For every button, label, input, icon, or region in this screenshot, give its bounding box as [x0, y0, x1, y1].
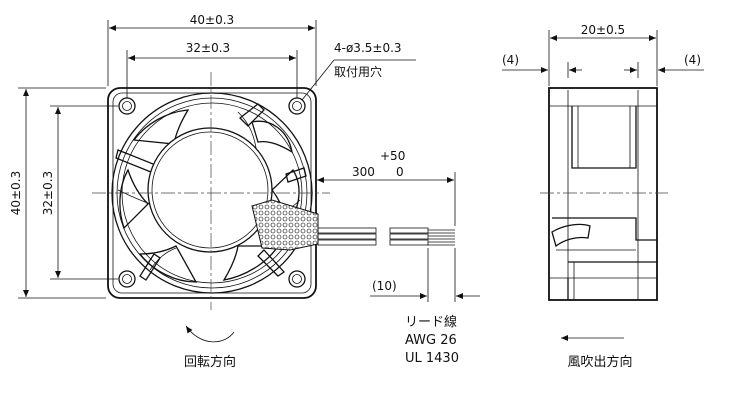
dim-overall-height: 40±0.3 [9, 171, 23, 215]
mounting-hole-top-right [288, 97, 306, 115]
fan-blades [117, 109, 301, 283]
dim-hole-pitch-horizontal: 32±0.3 [186, 41, 230, 55]
dim-depth: 20±0.5 [581, 23, 625, 37]
dim-lead-length-tolerance-lower: 0 [396, 165, 404, 179]
dim-strip-length: (10) [372, 279, 397, 293]
mount-hole-label: 取付用穴 [334, 64, 382, 79]
dim-left-offset: (4) [502, 53, 519, 67]
rotation-arrow-icon [185, 325, 235, 343]
lead-wires [317, 227, 455, 246]
lead-wire-gauge: AWG 26 [405, 333, 457, 348]
lead-wire-title: リード線 [405, 314, 457, 330]
wire-guide-mesh [251, 199, 319, 251]
mount-hole-leader-line [301, 59, 335, 101]
side-view: 20±0.5 (4) (4) 風吹出方向 [502, 23, 704, 370]
fan-spokes [115, 103, 307, 281]
dim-hole-pitch-vertical: 32±0.3 [41, 171, 55, 215]
airflow-label: 風吹出方向 [567, 354, 632, 370]
fan-hub-inner [151, 131, 269, 249]
dim-lead-length: 300 [352, 165, 375, 179]
front-view: 40±0.3 32±0.3 4-ø3.5±0.3 取付用穴 40±0.3 32±… [9, 13, 480, 370]
fan-hub [147, 127, 273, 253]
side-view-outline [548, 87, 658, 301]
mounting-hole-bottom-right [288, 270, 306, 288]
mounting-hole-top-left [118, 97, 136, 115]
rotation-label: 回転方向 [184, 354, 236, 370]
mounting-hole-bottom-left [118, 270, 136, 288]
dim-overall-width: 40±0.3 [190, 13, 234, 27]
dim-lead-length-tolerance: +50 [380, 149, 405, 163]
dim-right-offset: (4) [684, 53, 701, 67]
mount-hole-spec: 4-ø3.5±0.3 [334, 41, 402, 55]
lead-wire-standard: UL 1430 [405, 351, 459, 366]
